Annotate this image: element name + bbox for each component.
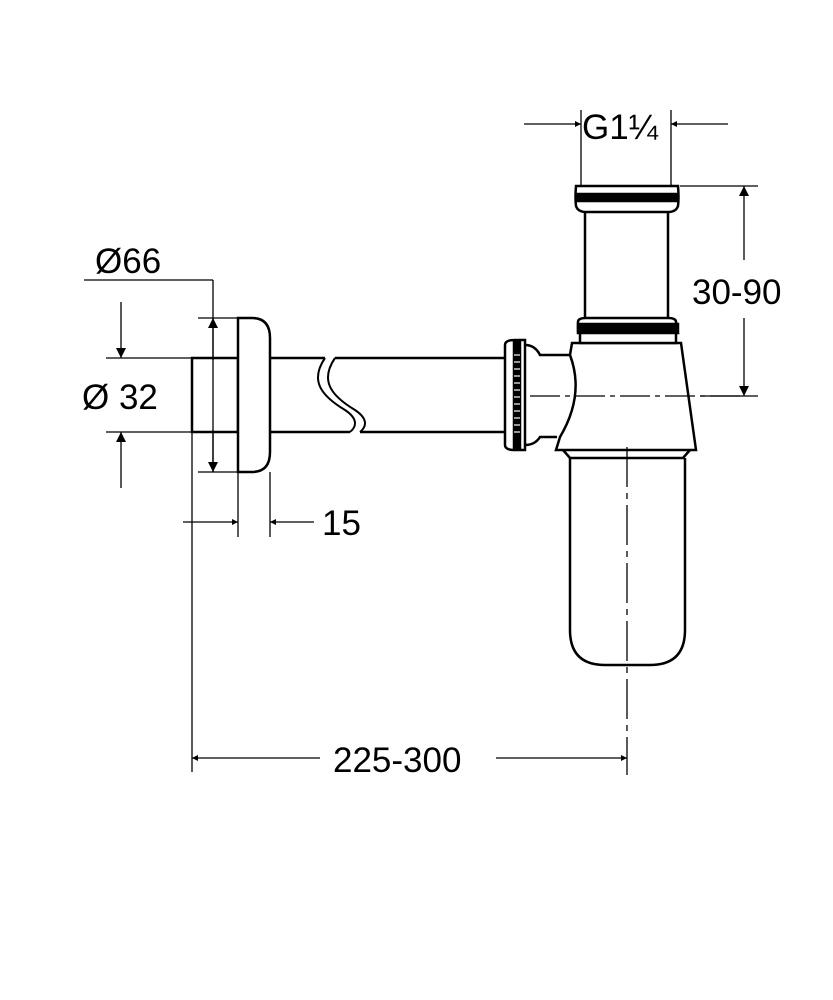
label-thread: G1¼ [582, 108, 659, 147]
bottle-cup [568, 458, 687, 667]
trap-body [554, 341, 698, 460]
label-pipe-diameter: Ø 32 [82, 378, 158, 417]
horizontal-pipe [270, 356, 505, 434]
label-rosette-diameter: Ø66 [95, 242, 161, 281]
center-lines [530, 395, 745, 775]
dim-rosette-diameter [84, 279, 238, 473]
dim-pipe-diameter [106, 302, 192, 488]
dim-height [680, 185, 758, 397]
label-wall-distance: 225-300 [333, 741, 461, 780]
label-height-adjust: 30-90 [692, 273, 782, 312]
vertical-tailpiece [574, 184, 680, 345]
wall-rosette [190, 316, 272, 474]
dim-rosette-depth [183, 472, 314, 537]
label-rosette-depth: 15 [322, 504, 361, 543]
dim-thread [524, 110, 728, 186]
dim-wall-distance [191, 432, 627, 772]
union-nut [503, 338, 570, 452]
